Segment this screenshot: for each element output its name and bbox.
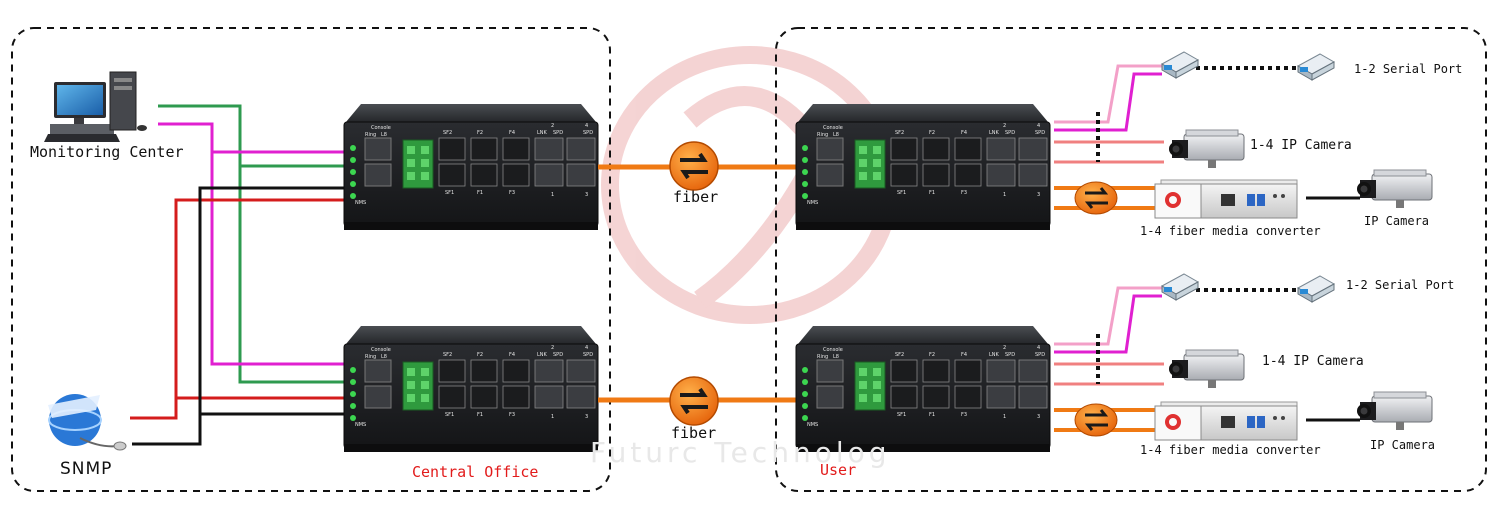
fiber-small-icon-top: [1074, 181, 1118, 215]
central-office-boundary: [11, 27, 611, 492]
serial-port-label-bottom: 1-2 Serial Port: [1346, 278, 1455, 292]
user-switch-top: [795, 103, 1051, 231]
serial-port-label-top: 1-2 Serial Port: [1354, 62, 1463, 76]
ip-camera-group-label-top: 1-4 IP Camera: [1250, 138, 1352, 153]
snmp-label: SNMP: [60, 459, 113, 479]
media-converter-label-bottom: 1-4 fiber media converter: [1140, 443, 1321, 457]
ip-camera-label-top: IP Camera: [1364, 214, 1430, 228]
fiber-icon-top: [669, 141, 719, 191]
serial-converter-icon-bottom-left: [1161, 273, 1199, 301]
central-switch-top: [343, 103, 599, 231]
central-office-links: [130, 104, 344, 446]
serial-converter-icon-top-right: [1297, 53, 1335, 81]
serial-converter-icon-top-left: [1161, 51, 1199, 79]
user-top-links: [1054, 64, 1360, 210]
monitoring-center-computer-icon: [44, 71, 147, 142]
fiber-small-icon-bottom: [1074, 403, 1118, 437]
snmp-globe-icon: [48, 394, 127, 451]
ip-camera-icon-bottom: [1356, 391, 1433, 431]
fiber-label-top: fiber: [673, 188, 719, 206]
user-boundary: [775, 27, 1487, 492]
fiber-label-bottom: fiber: [671, 424, 717, 442]
central-office-label: Central Office: [412, 463, 539, 481]
ip-camera-icon-bottom-group: [1168, 349, 1245, 389]
media-converter-icon-top: [1154, 179, 1298, 219]
media-converter-label-top: 1-4 fiber media converter: [1140, 224, 1321, 238]
ip-camera-label-bottom: IP Camera: [1370, 438, 1436, 452]
ip-camera-group-label-bottom: 1-4 IP Camera: [1262, 354, 1364, 369]
fiber-icon-bottom: [669, 376, 719, 426]
ip-camera-icon-top-group: [1168, 129, 1245, 169]
central-switch-bottom: [343, 325, 599, 453]
user-switch-bottom: [795, 325, 1051, 453]
user-label: User: [820, 461, 857, 479]
monitoring-center-label: Monitoring Center: [30, 143, 184, 161]
ip-camera-icon-top: [1356, 169, 1433, 209]
watermark-text: Futurc Technolog: [590, 436, 891, 469]
serial-converter-icon-bottom-right: [1297, 275, 1335, 303]
media-converter-icon-bottom: [1154, 401, 1298, 441]
